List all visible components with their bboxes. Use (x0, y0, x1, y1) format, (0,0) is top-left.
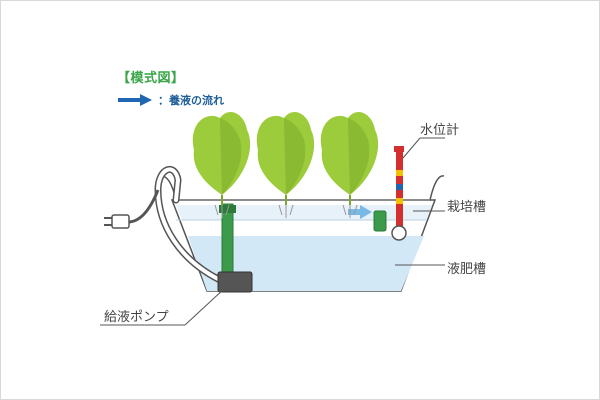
legend-flow-row: ：養液の流れ (118, 92, 224, 108)
water-gauge-label: 水位計 (420, 123, 460, 138)
leader-water-gauge (402, 137, 421, 159)
legend-title: 【模式図】 (117, 71, 185, 86)
feed-pipe (221, 203, 234, 277)
legend-flow-label: ：養液の流れ (158, 94, 224, 107)
flow-arrow-head (360, 205, 372, 219)
water-gauge-float (391, 225, 407, 241)
gauge-mark-3 (396, 198, 403, 204)
cultivation-liquid (176, 205, 432, 220)
nutrient-tank-label: 液肥槽 (447, 262, 487, 277)
plug-icon (111, 214, 130, 229)
gauge-mark-2 (396, 184, 403, 190)
lettuce-plant-3 (320, 111, 379, 218)
flow-arrow-icon (118, 94, 152, 106)
feed-pump (217, 271, 253, 293)
water-gauge-cap (394, 146, 404, 152)
cultivation-tank-label: 栽培槽 (447, 200, 487, 215)
plug-cable (127, 189, 160, 224)
leader-feed-pump (184, 287, 226, 326)
lettuce-plant-2 (256, 111, 315, 218)
feed-pump-label: 給液ポンプ (104, 310, 169, 325)
gauge-mark-1 (396, 170, 403, 176)
drain-outlet (373, 210, 387, 232)
lettuce-plant-1 (192, 111, 251, 218)
power-cord (155, 167, 222, 282)
